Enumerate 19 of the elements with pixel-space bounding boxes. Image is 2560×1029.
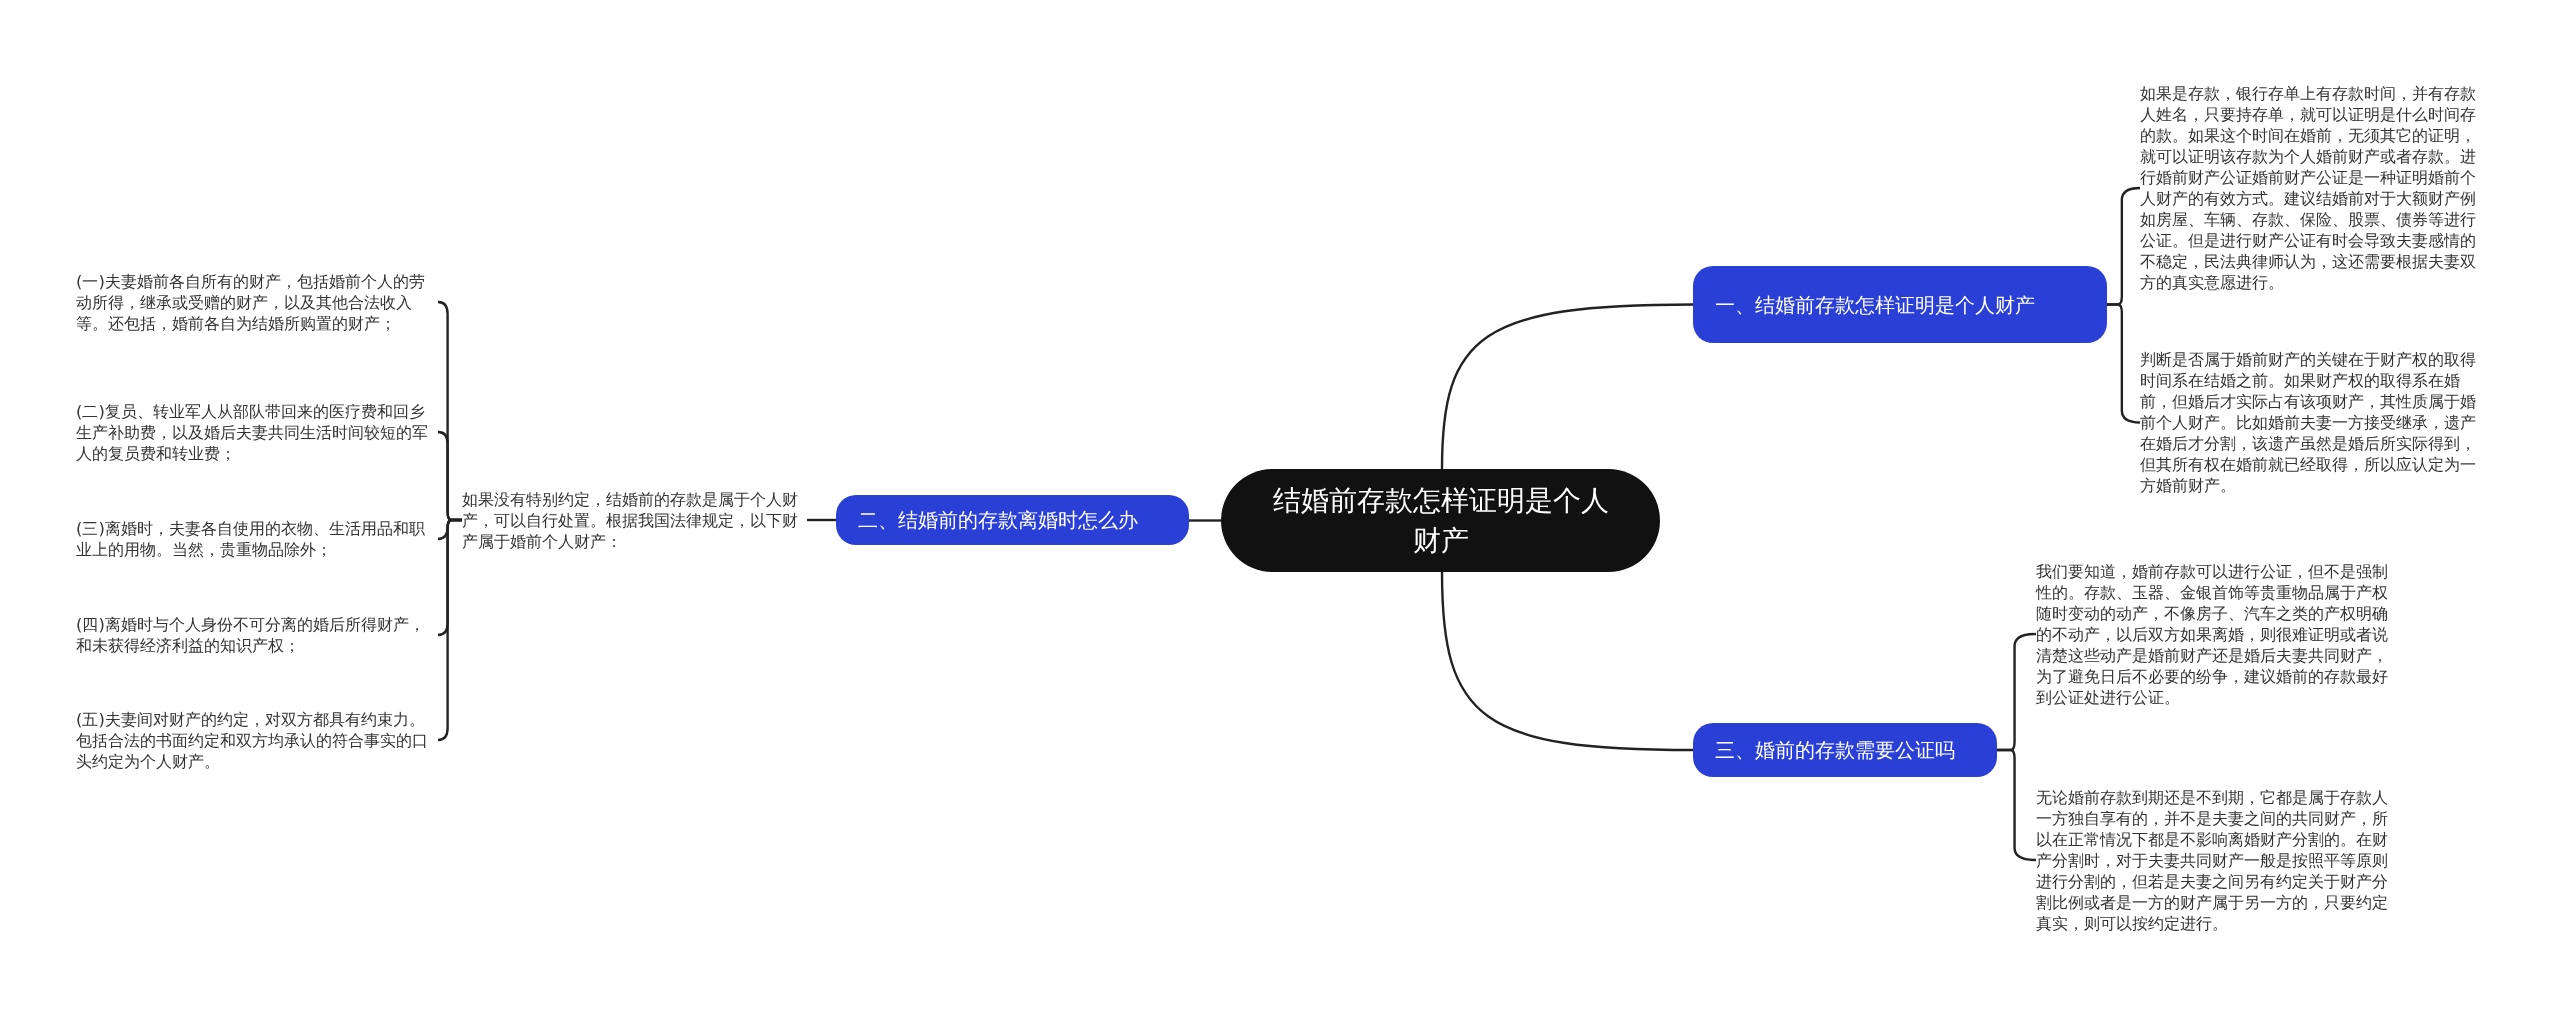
note-text: (二)复员、转业军人从部队带回来的医疗费和回乡生产补助费，以及婚后夫妻共同生活时间较短的军人的复员费和转业费； <box>76 397 438 467</box>
note-text: (五)夫妻间对财产的约定，对双方都具有约束力。包括合法的书面约定和双方均承认的符合事实的口头约定为个人财产。 <box>76 705 438 775</box>
topic-box: 三、婚前的存款需要公证吗 <box>1693 723 1997 777</box>
connector-line <box>1440 571 1693 752</box>
note-text: 我们要知道，婚前存款可以进行公证，但不是强制性的。存款、玉器、金银首饰等贵重物品属于产权随时变动的动产，不像房子、汽车之类的产权明确的不动产，以后双方如果离婚，则很难证明或者说清楚这些动产是婚前财产还是婚后夫妻共同财产，为了避免日后不必要的纷争，建议婚前的存款最好到公证处进行公证。 <box>2036 548 2388 720</box>
note-text: 判断是否属于婚前财产的关键在于财产权的取得时间系在结婚之前。如果财产权的取得系在婚前，但婚后才实际占有该项财产，其性质属于婚前个人财产。比如婚前夫妻一方接受继承，遗产在婚后才分割，该遗产虽然是婚后所实际得到，但其所有权在婚前就已经取得，所以应认定为一方婚前财产。 <box>2140 345 2490 500</box>
connector-line <box>1440 303 1693 470</box>
note-text: (一)夫妻婚前各自所有的财产，包括婚前个人的劳动所得，继承或受赠的财产，以及其他合法收入等。还包括，婚前各自为结婚所购置的财产； <box>76 256 438 348</box>
central-topic-box: 结婚前存款怎样证明是个人财产 <box>1221 469 1660 572</box>
connector-line <box>437 518 462 742</box>
note-text: (四)离婚时与个人身份不可分离的婚后所得财产，和未获得经济利益的知识产权； <box>76 611 438 659</box>
note-text: (三)离婚时，夫妻各自使用的衣物、生活用品和职业上的用物。当然，贵重物品除外； <box>76 515 438 563</box>
connector-line <box>1189 519 1221 522</box>
note-text: 无论婚前存款到期还是不到期，它都是属于存款人一方独自享有的，并不是夫妻之间的共同财产，所以在正常情况下都是不影响离婚财产分割的。在财产分割时，对于夫妻共同财产一般是按照平等原则进行分割的，但若是夫妻之间另有约定关于财产分割比例或者是一方的财产属于另一方的，只要约定真实，则可以按约定进行。 <box>2036 772 2388 948</box>
note-text: 如果是存款，银行存单上有存款时间，并有存款人姓名，只要持存单，就可以证明是什么时间存的款。如果这个时间在婚前，无须其它的证明，就可以证明该存款为个人婚前财产或者存款。进行婚前财产公证婚前财产公证是一种证明婚前个人财产的有效方式。建议结婚前对于大额财产例如房屋、车辆、存款、保险、股票、债券等进行公证。但是进行财产公证有时会导致夫妻感情的不稳定，民法典律师认为，这还需要根据夫妻双方的真实意愿进行。 <box>2140 76 2490 300</box>
note-text: 如果没有特别约定，结婚前的存款是属于个人财产，可以自行处置。根据我国法律规定，以下财产属于婚前个人财产： <box>462 485 807 555</box>
topic-box: 一、结婚前存款怎样证明是个人财产 <box>1693 266 2107 343</box>
connector-line <box>807 518 836 522</box>
topic-box: 二、结婚前的存款离婚时怎么办 <box>836 495 1189 545</box>
